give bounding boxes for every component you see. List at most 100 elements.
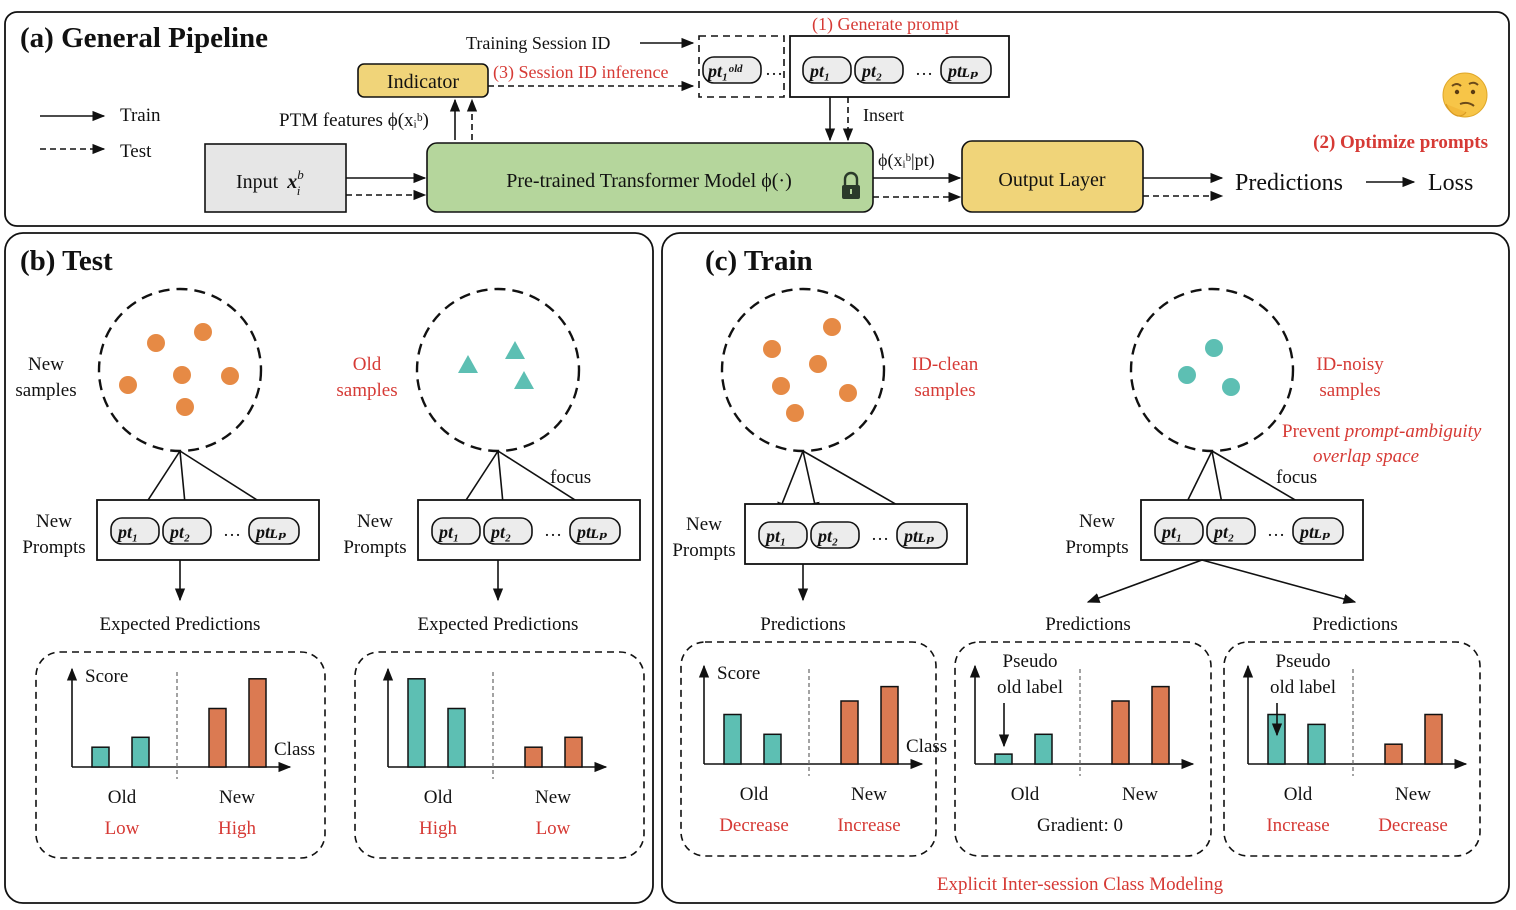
prediction-box [35, 651, 326, 859]
prompt-pool: pt₁ pt₂ ptʟₚ … [789, 35, 1010, 98]
sample-cluster [415, 287, 581, 453]
prompt-chip-label: pt₂ [1212, 522, 1234, 542]
training-session-id-label: Training Session ID [466, 33, 610, 53]
prompt-chip-label: pt₁ [1160, 522, 1182, 542]
new-class-label: New [851, 784, 887, 805]
bar-old-1 [91, 746, 110, 768]
test-title: (b) Test [20, 245, 113, 277]
prompt-chip-label: pt₁ [437, 522, 459, 542]
indicator-box: Indicator [357, 63, 489, 98]
predictions-title: Expected Predictions [100, 614, 261, 635]
gradient-note: Gradient: 0 [1037, 815, 1123, 836]
focus-label: focus [550, 467, 591, 488]
prompt-chip: pt₂ [162, 517, 212, 545]
prompt-chip: pt₂ [810, 521, 860, 549]
old-sample-marker [505, 341, 525, 359]
old-sample-marker [458, 355, 478, 373]
prompt-chip: ptʟₚ [248, 517, 300, 545]
sample-marker [194, 323, 212, 341]
bar-old-1 [723, 713, 742, 765]
bar-old-2 [447, 707, 466, 768]
sample-marker [763, 340, 781, 358]
arrow-to-predictions-pseudo [1201, 559, 1357, 604]
inter-session-modeling-label: Explicit Inter-session Class Modeling [937, 874, 1224, 895]
ellipsis: … [915, 59, 933, 79]
bar-new-1 [1384, 743, 1403, 765]
sample-marker [772, 377, 790, 395]
indicator-label: Indicator [387, 71, 460, 93]
pseudo-label: Pseudo [1276, 651, 1331, 672]
model-label: Pre-trained Transformer Model ϕ(·) [506, 170, 791, 192]
predictions-title: Predictions [1312, 614, 1398, 635]
bar-old-1 [407, 678, 426, 768]
panel-general-pipeline: (a) General Pipeline Train Test Input xb… [4, 11, 1510, 227]
prompt-chip: pt₂ [854, 56, 904, 84]
pseudo-label: old label [1270, 677, 1336, 698]
legend: Train Test [40, 105, 161, 162]
prompts-label: New [1079, 511, 1115, 532]
prediction-box [354, 651, 645, 859]
sample-marker [1222, 378, 1240, 396]
prompt-chip-label: pt₁ [764, 526, 786, 546]
bar-new-2 [1151, 685, 1170, 765]
arrow-to-predictions-gradient [1086, 559, 1203, 603]
prompt-chip-label: pt₂ [860, 61, 882, 81]
legend-test-label: Test [120, 141, 152, 162]
conditioned-features-label: ϕ(xᵢᵇ|pt) [878, 150, 935, 171]
pretrained-model-box: Pre-trained Transformer Model ϕ(·) [426, 142, 874, 213]
old-class-note: High [419, 818, 458, 839]
prompt-chip-label: pt₂ [168, 522, 190, 542]
x-axis-label: Class [906, 736, 947, 757]
predictions-title: Expected Predictions [418, 614, 579, 635]
old-class-note: Increase [1266, 815, 1329, 836]
bar-old-2 [763, 733, 782, 765]
new-class-label: New [1395, 784, 1431, 805]
ellipsis: … [871, 524, 889, 544]
pseudo-label: Pseudo [1003, 651, 1058, 672]
prompt-chip: pt₂ [483, 517, 533, 545]
sample-label: samples [336, 380, 397, 401]
prompt-chip-label: pt₂ [489, 522, 511, 542]
sample-label: New [28, 354, 64, 375]
prompts-label: Prompts [672, 540, 735, 561]
svg-text:Input xbi: Input xbi [236, 167, 304, 198]
prompt-chip: ptʟₚ [940, 56, 992, 84]
sample-marker [176, 398, 194, 416]
prompt-chip: ptʟₚ [1292, 517, 1344, 545]
new-class-label: New [535, 787, 571, 808]
old-prompt-pool: pt₁ᵒˡᵈ … [698, 35, 785, 98]
bar-new-1 [1111, 700, 1130, 765]
sample-marker [786, 404, 804, 422]
bar-new-2 [880, 685, 899, 765]
prompt-chip-label: pt₁ [808, 61, 830, 81]
lock-icon [842, 171, 860, 199]
output-layer-box: Output Layer [961, 140, 1144, 213]
old-class-label: Old [424, 787, 453, 808]
prompt-chip-label: pt₂ [816, 526, 838, 546]
prompt-chip: ptʟₚ [569, 517, 621, 545]
prediction-box [954, 641, 1212, 857]
bar-new-1 [208, 707, 227, 768]
output-layer-label: Output Layer [998, 169, 1106, 191]
generate-prompt-label: (1) Generate prompt [812, 14, 959, 35]
prompt-chip: pt₁ [758, 521, 808, 549]
old-class-label: Old [740, 784, 769, 805]
bar-old-1 [994, 753, 1013, 765]
prompt-chip-label: ptʟₚ [1298, 522, 1331, 542]
loss-label: Loss [1428, 170, 1473, 196]
prompts-label: New [36, 511, 72, 532]
prompt-chip: pt₁ [110, 517, 160, 545]
prompt-chip-label: ptʟₚ [902, 526, 935, 546]
prompt-chip: pt₂ [1206, 517, 1256, 545]
sample-label: samples [1319, 380, 1380, 401]
sample-marker [119, 376, 137, 394]
